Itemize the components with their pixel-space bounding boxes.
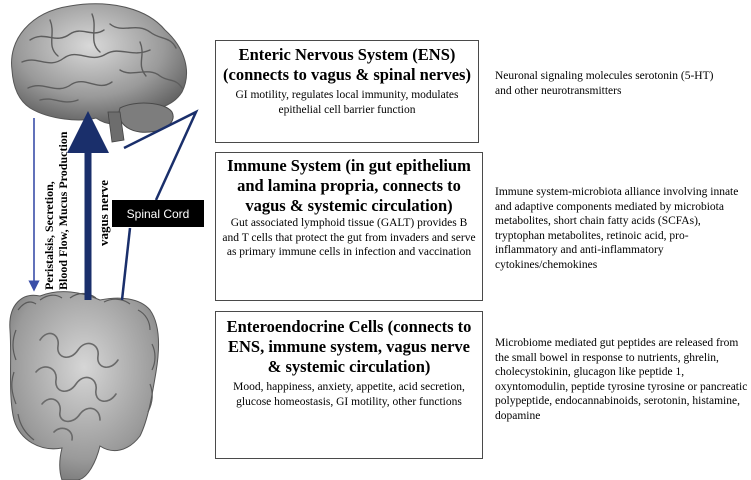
immune-body: Gut associated lymphoid tissue (GALT) pr… (222, 217, 476, 258)
eec-note: Microbiome mediated gut peptides are rel… (495, 337, 748, 422)
eec-title: Enteroendocrine Cells (connects to ENS, … (226, 317, 472, 376)
ens-body: GI motility, regulates local immunity, m… (235, 89, 459, 116)
spinal-cord-line-upper (123, 109, 199, 201)
intestine-image (9, 291, 159, 480)
spinal-cord-label: Spinal Cord (112, 200, 204, 227)
vagus-nerve-label: vagus nerve (96, 179, 111, 246)
ens-title: Enteric Nervous System (ENS) (connects t… (223, 45, 471, 84)
immune-box: Immune System (in gut epithelium and lam… (215, 152, 483, 301)
eec-box: Enteroendocrine Cells (connects to ENS, … (215, 311, 483, 459)
eec-body: Mood, happiness, anxiety, appetite, acid… (233, 381, 465, 408)
ens-note: Neuronal signaling molecules serotonin (… (495, 70, 714, 97)
brain-image (11, 3, 187, 143)
ens-box: Enteric Nervous System (ENS) (connects t… (215, 40, 479, 143)
immune-title: Immune System (in gut epithelium and lam… (227, 156, 471, 215)
spinal-cord-line (120, 227, 132, 301)
functions-label-line1: Peristalsis, Secretion, (42, 181, 56, 290)
functions-label-line2: Blood Flow, Mucus Production (56, 131, 70, 290)
immune-note: Immune system-microbiota alliance involv… (495, 186, 739, 271)
functions-label: Peristalsis, Secretion, Blood Flow, Mucu… (42, 132, 70, 290)
